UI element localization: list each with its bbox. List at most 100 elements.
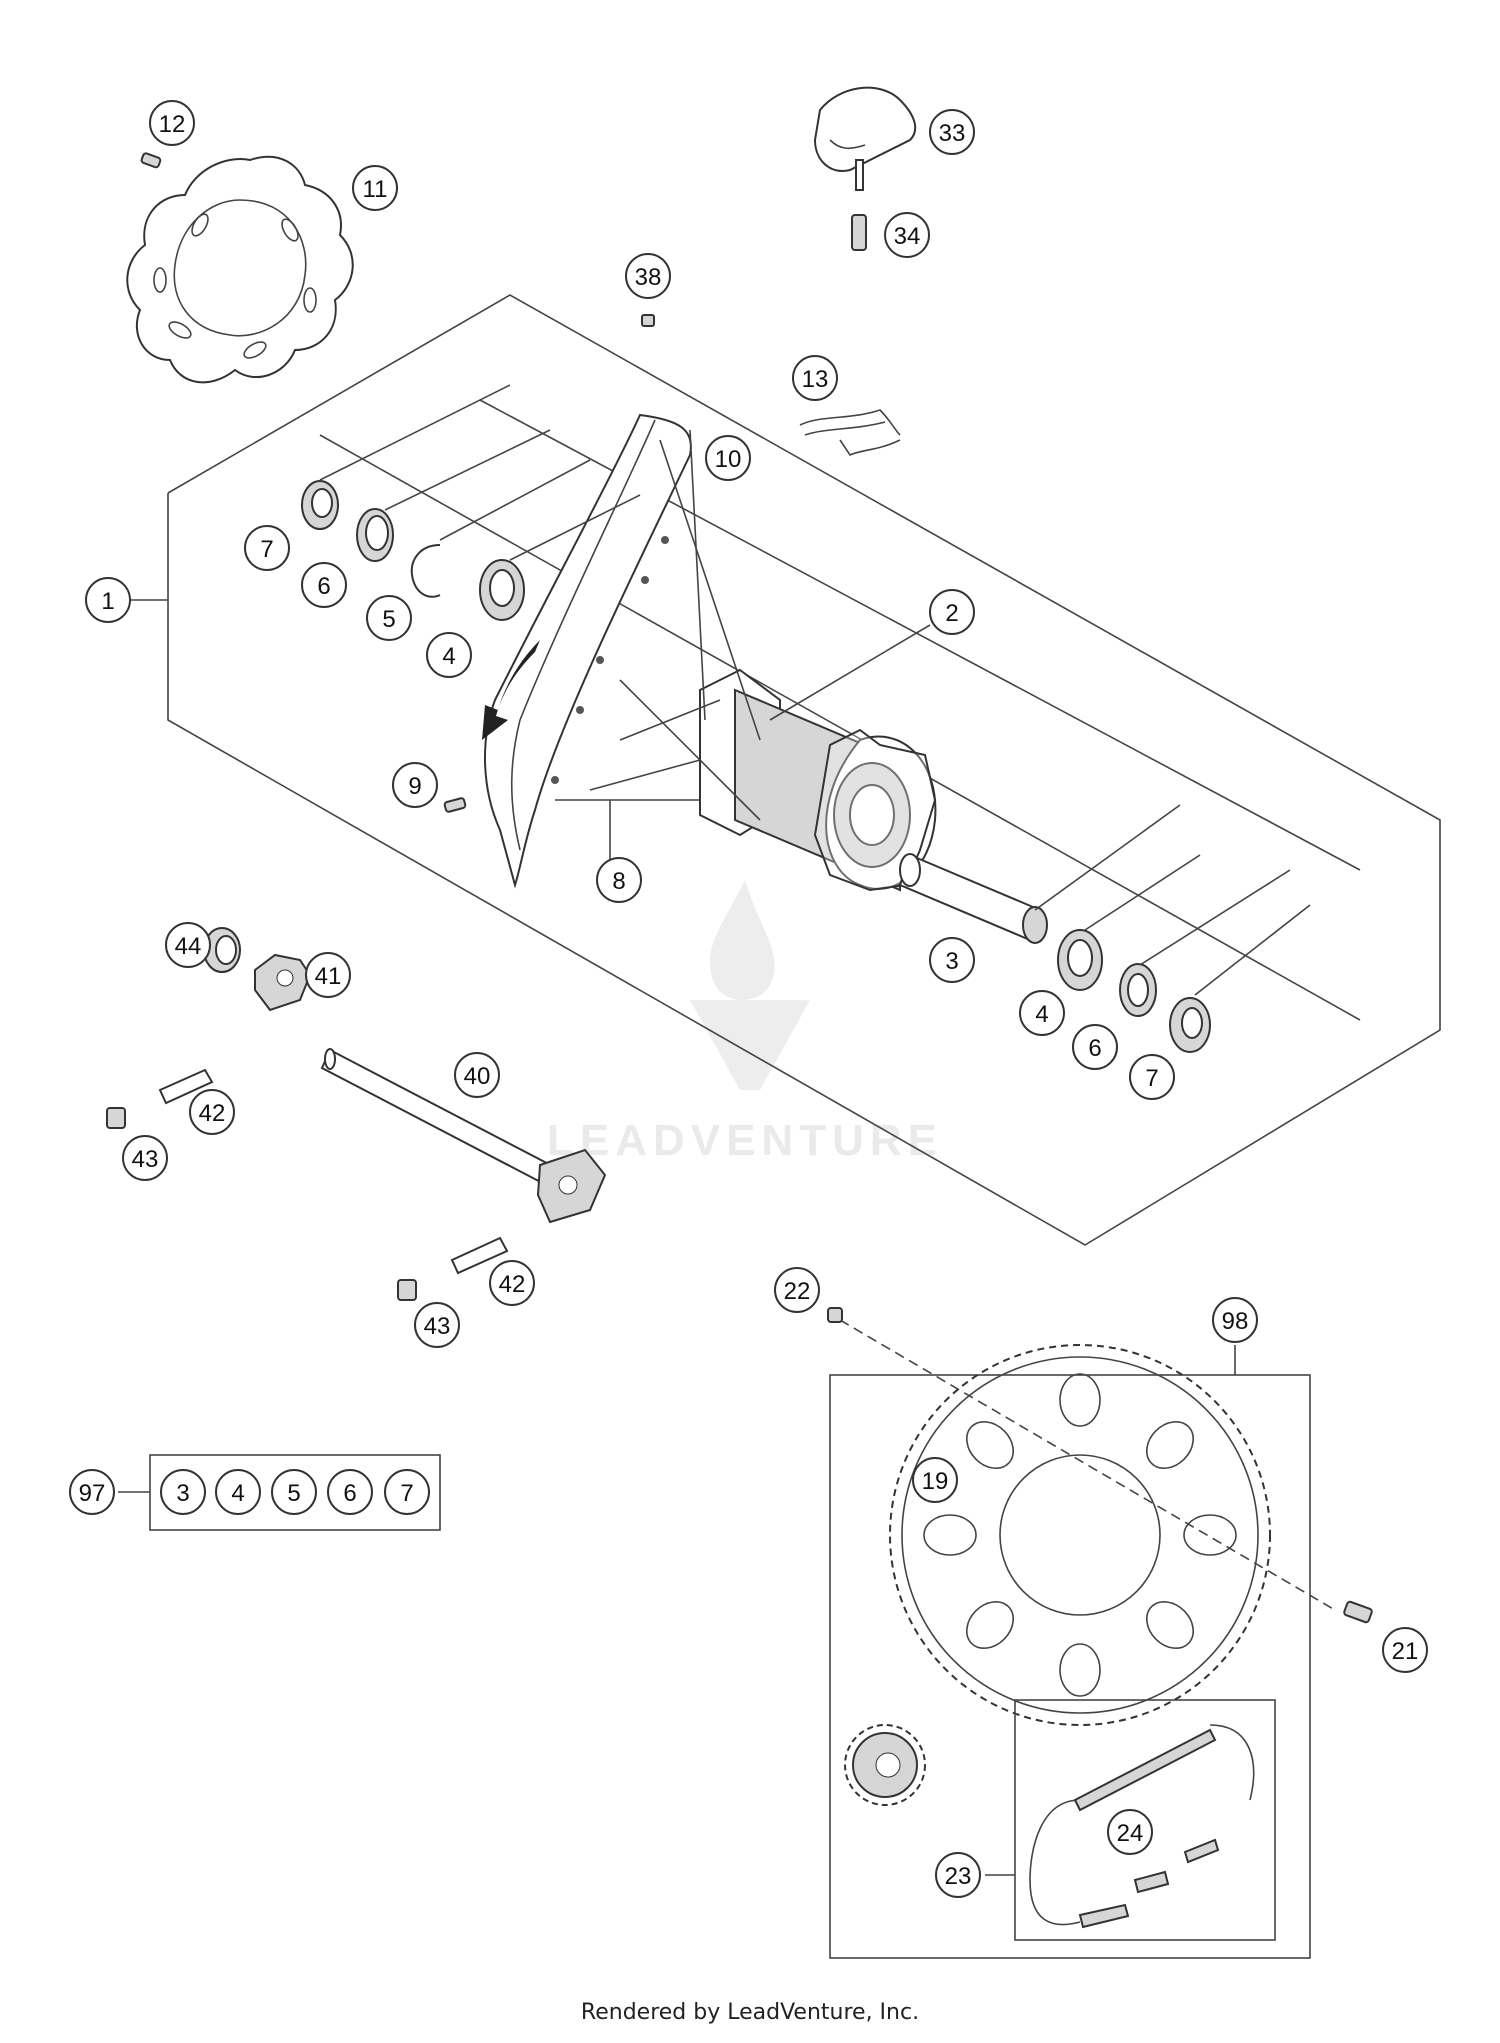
svg-text:42: 42 [499, 1271, 526, 1298]
footer-credit: Rendered by LeadVenture, Inc. [580, 2000, 920, 2025]
kit-item-7: 7 [384, 1469, 430, 1515]
svg-text:13: 13 [802, 366, 829, 393]
callout-11: 11 [352, 165, 398, 211]
svg-text:4: 4 [442, 643, 455, 670]
callout-44: 44 [165, 922, 211, 968]
svg-text:42: 42 [199, 1100, 226, 1127]
kit-item-5: 5 [271, 1469, 317, 1515]
svg-text:5: 5 [287, 1480, 300, 1507]
brake-disc-part [126, 155, 354, 384]
svg-text:7: 7 [260, 536, 273, 563]
kit-item-3: 3 [160, 1469, 206, 1515]
callouts: 12 11 33 34 38 13 1 7 6 5 4 10 2 9 8 3 4… [69, 100, 1428, 1898]
svg-text:41: 41 [315, 963, 342, 990]
svg-text:44: 44 [175, 933, 202, 960]
callout-22: 22 [774, 1267, 820, 1313]
callout-1: 1 [85, 577, 131, 623]
callout-43-lower: 43 [414, 1302, 460, 1348]
spokes-part [555, 429, 761, 821]
svg-text:4: 4 [231, 1480, 244, 1507]
leader-lines [319, 384, 1311, 996]
svg-text:40: 40 [464, 1063, 491, 1090]
callout-10: 10 [705, 435, 751, 481]
kit-item-4: 4 [215, 1469, 261, 1515]
svg-text:6: 6 [317, 573, 330, 600]
valve-plug-part [641, 314, 655, 327]
svg-text:10: 10 [715, 446, 742, 473]
callout-21: 21 [1382, 1627, 1428, 1673]
callout-6-right: 6 [1072, 1024, 1118, 1070]
rim-tape-part [799, 409, 901, 457]
rear-sprocket-19-part [889, 1344, 1271, 1726]
wheel-hub-part [699, 668, 937, 892]
callout-98: 98 [1212, 1297, 1258, 1343]
nut-43-upper-part [106, 1107, 126, 1129]
svg-text:98: 98 [1222, 1308, 1249, 1335]
svg-text:19: 19 [922, 1468, 949, 1495]
svg-text:4: 4 [1035, 1001, 1048, 1028]
svg-text:6: 6 [343, 1480, 356, 1507]
svg-text:24: 24 [1117, 1820, 1144, 1847]
sprocket-bolt-21-part [1343, 1600, 1373, 1624]
callout-8: 8 [596, 857, 642, 903]
callout-12: 12 [149, 100, 195, 146]
spoke-nipple-part [443, 797, 467, 813]
svg-text:2: 2 [945, 600, 958, 627]
svg-text:11: 11 [363, 176, 388, 203]
wheel-axle-40-part [320, 1048, 607, 1224]
callout-33: 33 [929, 109, 975, 155]
svg-text:23: 23 [945, 1863, 972, 1890]
sprocket-kit-box [829, 1345, 1311, 1959]
svg-text:3: 3 [176, 1480, 189, 1507]
svg-text:43: 43 [132, 1146, 159, 1173]
callout-24: 24 [1107, 1809, 1153, 1855]
axle-spacer-44-part [203, 927, 241, 973]
svg-text:8: 8 [612, 868, 625, 895]
svg-text:9: 9 [408, 773, 421, 800]
leadventure-watermark: LEADVENTURE [547, 880, 943, 1165]
callout-4-right: 4 [1019, 990, 1065, 1036]
disc-bolt-part [140, 152, 162, 169]
kit-97-items: 3 4 5 6 7 [160, 1469, 430, 1515]
chain-kit-box [985, 1699, 1276, 1941]
callout-7-left: 7 [244, 525, 290, 571]
callout-7-right: 7 [1129, 1054, 1175, 1100]
callout-19: 19 [912, 1457, 958, 1503]
callout-38: 38 [625, 253, 671, 299]
kit-97-box [118, 1454, 441, 1531]
kit-item-6: 6 [327, 1469, 373, 1515]
callout-13: 13 [792, 355, 838, 401]
svg-text:43: 43 [424, 1313, 451, 1340]
callout-43-upper: 43 [122, 1135, 168, 1181]
adjuster-bolt-42-upper-part [158, 1068, 214, 1105]
svg-text:22: 22 [784, 1278, 811, 1305]
svg-text:1: 1 [101, 588, 114, 615]
sprocket-mount-leader [839, 1319, 1336, 1611]
callout-23: 23 [935, 1852, 981, 1898]
callout-34: 34 [884, 212, 930, 258]
rotation-arrow-icon [482, 640, 540, 740]
nut-43-lower-part [397, 1279, 417, 1301]
svg-text:12: 12 [159, 111, 186, 138]
callout-9: 9 [392, 762, 438, 808]
svg-text:21: 21 [1392, 1638, 1419, 1665]
drive-chain-23-part [1029, 1724, 1255, 1929]
callout-6-left: 6 [301, 562, 347, 608]
adjuster-bolt-42-lower-part [450, 1236, 509, 1275]
callout-41: 41 [305, 952, 351, 998]
svg-text:33: 33 [939, 120, 966, 147]
svg-text:34: 34 [894, 223, 921, 250]
svg-text:3: 3 [945, 948, 958, 975]
right-bearing-stack [898, 853, 1211, 1053]
callout-2: 2 [929, 589, 975, 635]
callout-97: 97 [69, 1469, 115, 1515]
svg-text:38: 38 [635, 264, 662, 291]
wheel-rim-part [484, 413, 692, 889]
watermark-text: LEADVENTURE [547, 1116, 943, 1165]
chain-adjuster-41-part [254, 953, 312, 1012]
watermark-v-icon [690, 1000, 810, 1090]
svg-text:5: 5 [382, 606, 395, 633]
spacer-sleeve-part [851, 214, 867, 251]
chain-master-link-24-part [1133, 1870, 1170, 1894]
front-sprocket-part [844, 1724, 926, 1806]
